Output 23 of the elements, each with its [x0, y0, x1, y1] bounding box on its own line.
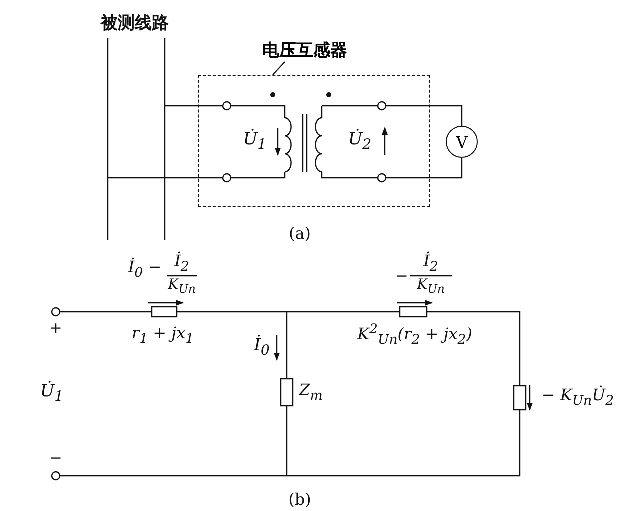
caption: (a) — [288, 225, 312, 243]
voltage-label: U̇$_{1}$ — [40, 382, 64, 406]
current-label: İ$_{2}$ — [424, 252, 438, 276]
component-label: 电压互感器 — [262, 38, 348, 62]
current-label: K$_{Un}$ — [417, 278, 445, 296]
line-label: 被测线路 — [101, 14, 169, 34]
minus-sign: − — [396, 268, 408, 284]
voltage-label: U̇$_{1}$ — [243, 130, 267, 154]
current-label: İ$_{0}$ − — [128, 258, 162, 282]
dashed-box — [198, 75, 430, 207]
impedance-label: K$^{2}$$_{Un}$(r$_{2}$ + jx$_{2}$) — [358, 323, 472, 349]
impedance-label: r$_{1}$ + jx$_{1}$ — [132, 324, 194, 348]
polarity-sign: − — [50, 450, 62, 466]
current-label: İ$_{0}$ — [254, 336, 270, 360]
voltage-label: U̇$_{2}$ — [348, 130, 372, 154]
leader-line — [272, 62, 286, 76]
current-label: İ$_{2}$ — [174, 252, 190, 276]
polarity-sign: + — [50, 320, 62, 336]
caption: (b) — [288, 491, 312, 509]
impedance-label: Z$_{m}$ — [299, 382, 323, 404]
voltage-label: − K$_{Un}$U̇$_{2}$ — [542, 386, 614, 410]
voltmeter-circle: V — [446, 126, 478, 158]
current-label: K$_{Un}$ — [168, 278, 196, 296]
